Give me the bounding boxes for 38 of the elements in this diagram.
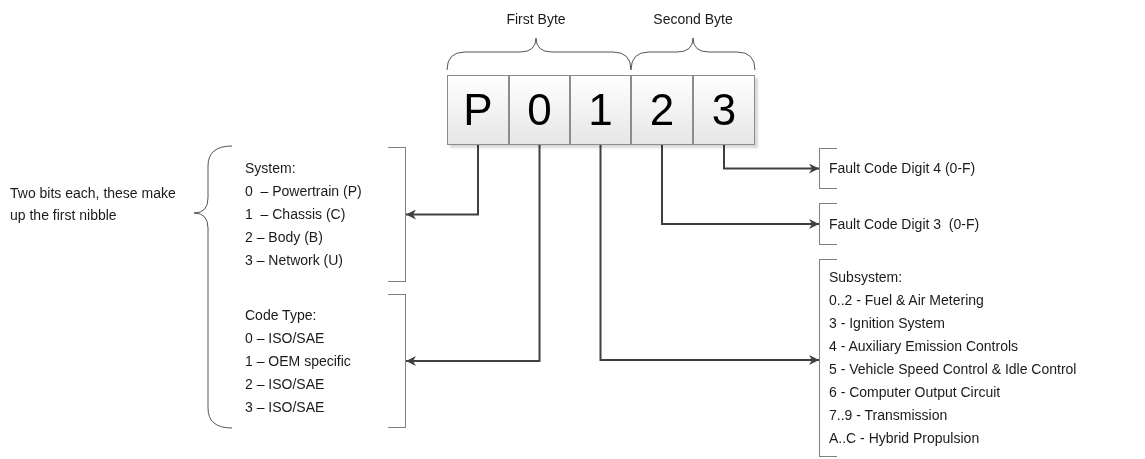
- digit-cell: [570, 75, 631, 145]
- byte-label: Second Byte: [652, 10, 734, 29]
- list-item: A..C - Hybrid Propulsion: [829, 429, 981, 448]
- list-heading: Code Type:: [245, 305, 318, 325]
- byte-label: First Byte: [505, 10, 567, 29]
- arrow: [661, 144, 820, 229]
- list-item: 0 – ISO/SAE: [245, 328, 326, 348]
- list-item: 3 – ISO/SAE: [245, 397, 326, 417]
- code-character: 2: [649, 88, 675, 132]
- list-item: 3 – Network (U): [245, 251, 345, 270]
- digit-cell: [509, 75, 570, 145]
- arrow: [405, 144, 479, 220]
- list-item: 1 – Chassis (C): [245, 205, 347, 224]
- code-character: 3: [711, 88, 737, 132]
- list-heading: Subsystem:: [829, 268, 904, 287]
- digit-cell: [693, 75, 755, 145]
- list-item: 5 - Vehicle Speed Control & Idle Control: [829, 360, 1077, 379]
- digit-cell: [631, 75, 693, 145]
- list-item: 4 - Auxiliary Emission Controls: [829, 337, 1020, 356]
- arrow: [599, 144, 820, 365]
- list-heading: System:: [245, 159, 297, 178]
- code-character: 1: [588, 88, 613, 132]
- list-item: 0 – Powertrain (P): [245, 182, 362, 201]
- arrow: [723, 144, 820, 174]
- code-character: 0: [527, 88, 552, 132]
- digit-cell: [447, 75, 509, 145]
- list-item: 1 – OEM specific: [245, 351, 351, 371]
- arrow: [405, 144, 541, 366]
- list-item: Fault Code Digit 4 (0-F): [829, 159, 976, 178]
- list-item: 0..2 - Fuel & Air Metering: [829, 291, 985, 310]
- list-item: Fault Code Digit 3 (0-F): [829, 214, 980, 234]
- list-item: 6 - Computer Output Circuit: [829, 383, 1002, 402]
- list-item: 3 - Ignition System: [829, 314, 946, 333]
- code-character: P: [463, 88, 493, 132]
- list-item: 7..9 - Transmission: [829, 406, 949, 425]
- list-item: 2 – Body (B): [245, 228, 324, 247]
- note-text: Two bits each, these make up the first nibble: [10, 184, 177, 225]
- list-item: 2 – ISO/SAE: [245, 374, 326, 394]
